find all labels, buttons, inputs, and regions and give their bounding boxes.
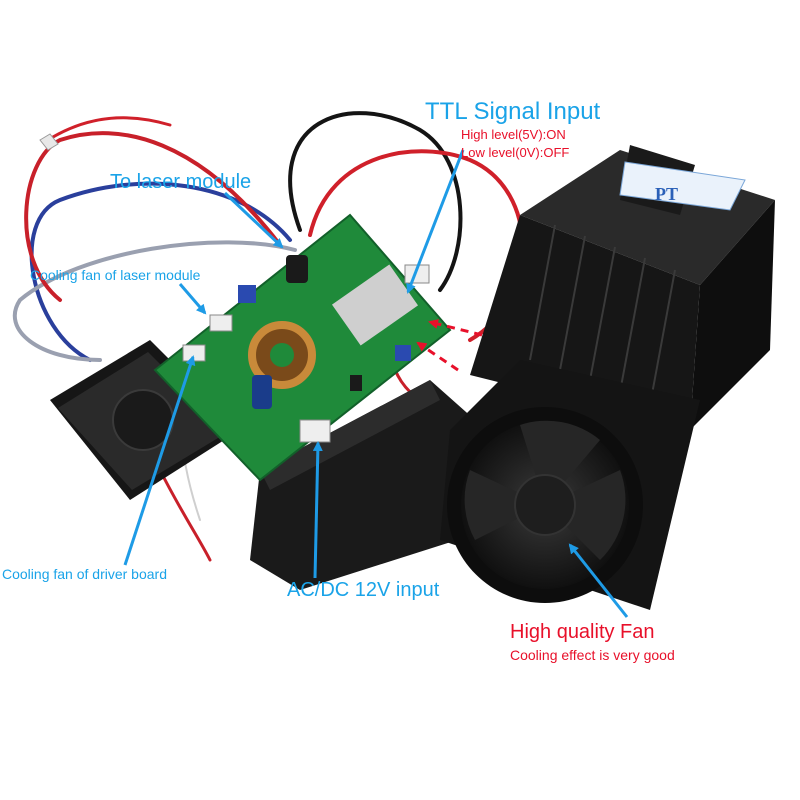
cooling-effect-label: Cooling effect is very good xyxy=(510,647,675,663)
ttl-signal-input-label: TTL Signal Input xyxy=(425,98,601,125)
cooling-fan-laser-label: Cooling fan of laser module xyxy=(30,267,201,283)
annotation-arrows-red xyxy=(416,319,483,372)
cooling-fan-driver-label: Cooling fan of driver board xyxy=(2,566,167,582)
high-quality-fan-label: High quality Fan xyxy=(510,621,655,643)
ttl-low-level-label: Low level(0V):OFF xyxy=(461,145,570,160)
driver-board-fan xyxy=(50,340,240,500)
brand-logo: PT xyxy=(655,184,678,204)
to-laser-module-label: To laser module xyxy=(110,171,252,193)
laser-fan xyxy=(440,360,700,610)
acdc-input-label: AC/DC 12V input xyxy=(287,579,440,601)
annotation-arrows xyxy=(123,149,629,618)
ttl-high-level-label: High level(5V):ON xyxy=(461,127,566,142)
